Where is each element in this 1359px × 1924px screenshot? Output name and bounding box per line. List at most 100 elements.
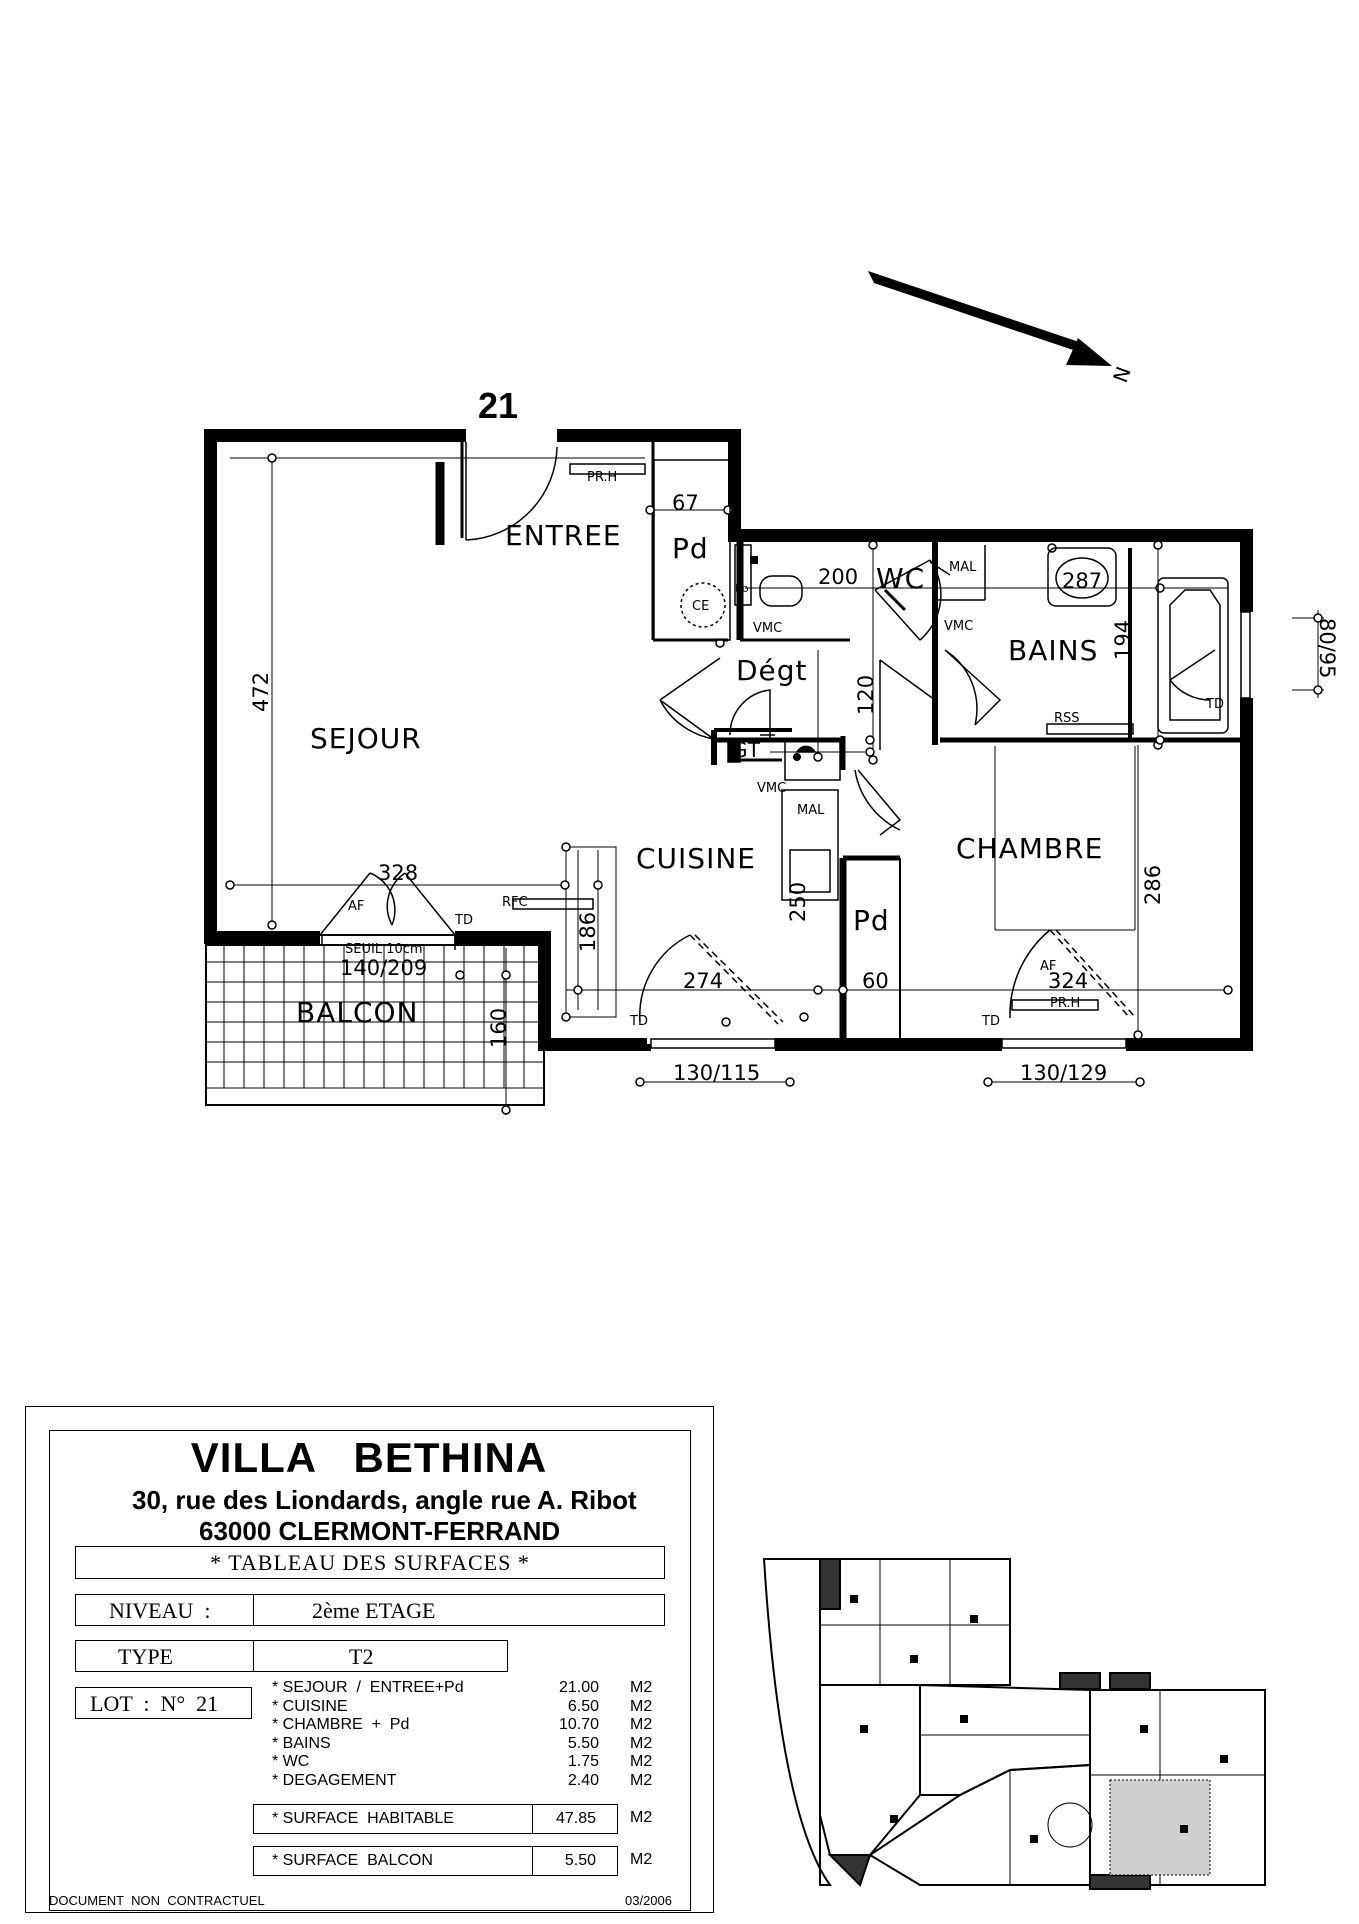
niveau-value: 2ème ETAGE xyxy=(312,1598,436,1623)
room-chambre: CHAMBRE xyxy=(956,832,1103,865)
dim-287: 287 xyxy=(1062,569,1102,593)
surface-habitable-unit: M2 xyxy=(630,1809,653,1826)
surface-habitable-value: 47.85 xyxy=(555,1810,596,1827)
fixture-labels: PR.H PR.H CE VMC VMC VMC MAL MAL GT RSS … xyxy=(345,470,1224,1029)
surface-row: * WC 1.75 M2 xyxy=(272,1753,672,1771)
surface-value: 21.00 xyxy=(558,1679,599,1696)
room-sejour: SEJOUR xyxy=(310,722,422,755)
surface-row: * DEGAGEMENT 2.40 M2 xyxy=(272,1772,672,1790)
room-entree: ENTREE xyxy=(505,519,622,552)
surface-value: 1.75 xyxy=(567,1753,599,1771)
dimension-labels: 472 328 67 200 287 194 120 186 250 274 6… xyxy=(249,491,1339,1085)
address-line-1: 30, rue des Liondards, angle rue A. Ribo… xyxy=(132,1485,637,1515)
room-labels: ENTREE SEJOUR CUISINE Dégt WC BAINS CHAM… xyxy=(296,519,1103,1029)
surface-label: * WC xyxy=(272,1753,310,1771)
dim-60: 60 xyxy=(862,969,889,993)
balcony-grid xyxy=(205,944,545,1106)
north-arrow-icon: N xyxy=(868,271,1136,386)
dim-194: 194 xyxy=(1111,620,1135,660)
type-value: T2 xyxy=(349,1644,374,1669)
surface-balcon-unit: M2 xyxy=(630,1851,653,1868)
label-vmc-cuisine: VMC xyxy=(757,781,786,796)
lot-box: LOT : N° 21 xyxy=(75,1687,252,1719)
surface-unit: M2 xyxy=(630,1716,653,1734)
room-cuisine: CUISINE xyxy=(636,842,756,875)
label-af-sejour: AF xyxy=(348,899,364,914)
surface-unit: M2 xyxy=(630,1679,653,1696)
surface-row: * BAINS 5.50 M2 xyxy=(272,1735,672,1753)
surface-row: * CUISINE 6.50 M2 xyxy=(272,1698,672,1716)
room-balcon: BALCON xyxy=(296,996,419,1029)
surface-value: 2.40 xyxy=(567,1772,599,1789)
dim-324: 324 xyxy=(1048,969,1088,993)
footer-date: 03/2006 xyxy=(625,1893,672,1908)
surface-unit: M2 xyxy=(630,1753,653,1771)
doors xyxy=(319,442,1137,1025)
footer-disclaimer: DOCUMENT NON CONTRACTUEL xyxy=(49,1893,265,1908)
surface-habitable-label: * SURFACE HABITABLE xyxy=(272,1810,454,1827)
table-title-box: * TABLEAU DES SURFACES * xyxy=(75,1546,665,1579)
label-seuil: SEUIL 10cm xyxy=(345,942,423,957)
surface-row: * CHAMBRE + Pd 10.70 M2 xyxy=(272,1716,672,1734)
dim-274: 274 xyxy=(683,969,723,993)
surface-balcon-value: 5.50 xyxy=(564,1852,596,1869)
surface-label: * CHAMBRE + Pd xyxy=(272,1716,410,1734)
lot-label: LOT : N° 21 xyxy=(90,1691,219,1716)
type-label: TYPE xyxy=(118,1644,173,1669)
building-name: VILLA BETHINA xyxy=(190,1434,548,1481)
window-frames xyxy=(650,611,1251,1049)
label-af-chambre: AF xyxy=(1040,959,1056,974)
surface-balcon-box: * SURFACE BALCON 5.50 xyxy=(253,1846,618,1876)
surface-value: 10.70 xyxy=(558,1716,599,1734)
niveau-box: NIVEAU : 2ème ETAGE xyxy=(75,1594,665,1626)
title-block-frame xyxy=(25,1406,714,1913)
fixtures xyxy=(512,459,1229,1011)
surface-label: * DEGAGEMENT xyxy=(272,1772,397,1789)
building-location-map xyxy=(762,1558,1266,1890)
label-td-chambre: TD xyxy=(981,1014,1000,1029)
label-vmc-bains: VMC xyxy=(944,619,973,634)
north-label: N xyxy=(1108,363,1136,385)
dim-328: 328 xyxy=(378,861,418,885)
label-td-bains: TD xyxy=(1205,697,1224,712)
dim-120: 120 xyxy=(854,675,878,715)
surface-value: 6.50 xyxy=(567,1697,599,1715)
dim-80-95: 80/95 xyxy=(1315,618,1339,679)
label-rfc: RFC xyxy=(502,895,528,910)
surface-unit: M2 xyxy=(630,1734,653,1752)
dim-160: 160 xyxy=(487,1008,511,1048)
label-rss: RSS xyxy=(1054,711,1080,726)
surface-unit: M2 xyxy=(630,1697,653,1715)
type-box: TYPE T2 xyxy=(75,1640,508,1672)
dim-130-129: 130/129 xyxy=(1020,1061,1107,1085)
label-gt: GT xyxy=(732,738,761,762)
room-wc: WC xyxy=(876,562,925,595)
surface-value: 5.50 xyxy=(567,1734,599,1752)
surface-label: * SEJOUR / ENTREE+Pd xyxy=(272,1679,464,1696)
room-pd-chambre: Pd xyxy=(853,904,890,937)
dim-130-115: 130/115 xyxy=(673,1061,760,1085)
lot-number: 21 xyxy=(478,385,518,426)
label-mal-cuisine: MAL xyxy=(797,803,825,818)
surface-row: * SEJOUR / ENTREE+Pd 21.00 M2 xyxy=(272,1679,672,1697)
surface-label: * CUISINE xyxy=(272,1697,348,1715)
dim-250: 250 xyxy=(786,882,810,922)
label-td-sejour: TD xyxy=(454,913,473,928)
label-vmc-wc1: VMC xyxy=(753,621,782,636)
label-prh-entree: PR.H xyxy=(587,470,617,485)
address-line-2: 63000 CLERMONT-FERRAND xyxy=(199,1516,561,1546)
niveau-label: NIVEAU : xyxy=(109,1598,211,1623)
surface-unit: M2 xyxy=(630,1772,653,1789)
table-title: * TABLEAU DES SURFACES * xyxy=(210,1550,530,1575)
room-bains: BAINS xyxy=(1008,634,1098,667)
dim-286: 286 xyxy=(1141,865,1165,905)
room-pd-entree: Pd xyxy=(672,532,709,565)
dim-67: 67 xyxy=(672,491,699,515)
dim-186: 186 xyxy=(576,912,600,952)
dim-200: 200 xyxy=(818,565,858,589)
surface-balcon-label: * SURFACE BALCON xyxy=(272,1852,433,1869)
dim-140-209: 140/209 xyxy=(340,956,427,980)
label-td-cuisine: TD xyxy=(629,1014,648,1029)
label-pb: Pb xyxy=(735,582,749,595)
